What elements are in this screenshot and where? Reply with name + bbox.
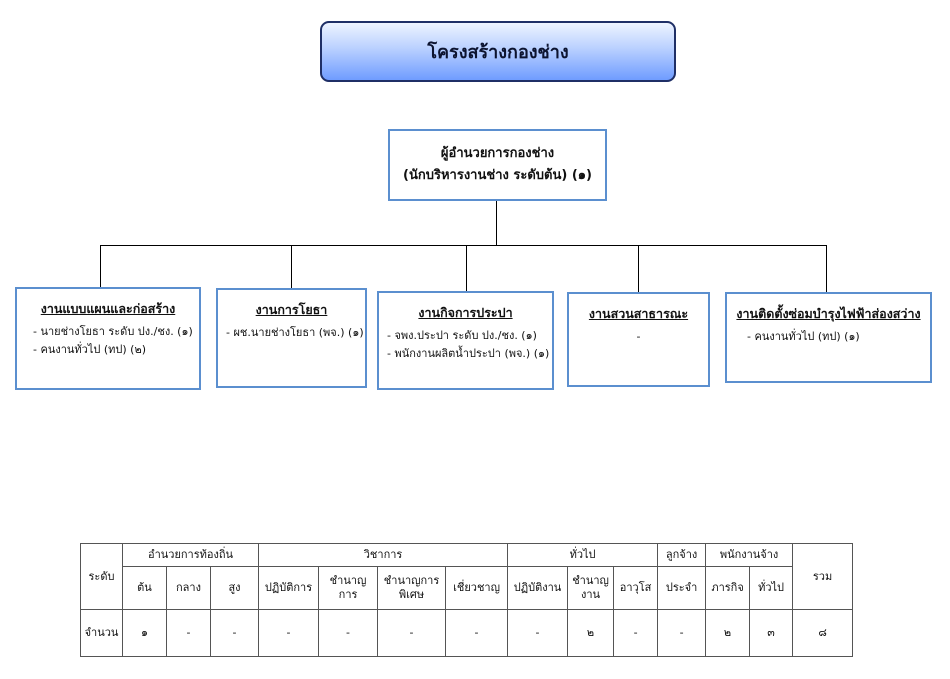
count-cell: -	[507, 609, 569, 657]
unit-item: - จพง.ประปา ระดับ ปง./ชง. (๑)	[387, 329, 537, 342]
count-cell: ๒	[705, 609, 751, 657]
head-position-level: (นักบริหารงานช่าง ระดับต้น) (๑)	[403, 168, 592, 183]
page-title: โครงสร้างกองช่าง	[320, 21, 676, 82]
connector-drop-5	[826, 245, 827, 293]
count-cell: -	[209, 609, 260, 657]
unit-box-waterworks: งานกิจการประปา - จพง.ประปา ระดับ ปง./ชง.…	[377, 291, 554, 390]
count-cell: -	[318, 609, 379, 657]
connector-horizontal	[100, 245, 827, 246]
unit-box-design-construction: งานแบบแผนและก่อสร้าง - นายช่างโยธา ระดับ…	[15, 287, 201, 390]
subheader-cell: ปฏิบัติงาน	[507, 566, 569, 610]
unit-item: - คนงานทั่วไป (ทป) (๒)	[33, 343, 146, 356]
head-position-box: ผู้อำนวยการกองช่าง (นักบริหารงานช่าง ระด…	[388, 129, 607, 201]
count-cell: ๑	[122, 609, 167, 657]
count-cell: -	[657, 609, 707, 657]
table-row: ระดับ อำนวยการท้องถิ่น วิชาการ ทั่วไป ลู…	[80, 543, 854, 610]
unit-title: งานกิจการประปา	[418, 305, 513, 320]
unit-box-public-works: งานการโยธา - ผช.นายช่างโยธา (พจ.) (๑)	[216, 288, 367, 388]
subheader-cell: ต้น	[122, 566, 167, 610]
unit-title: งานติดตั้งซ่อมบำรุงไฟฟ้าส่องสว่าง	[736, 306, 921, 321]
header-academic: วิชาการ	[258, 543, 509, 567]
unit-item: - พนักงานผลิตน้ำประปา (พจ.) (๑)	[387, 347, 550, 360]
unit-box-lighting-maintenance: งานติดตั้งซ่อมบำรุงไฟฟ้าส่องสว่าง - คนงา…	[725, 292, 932, 383]
connector-vertical-main	[496, 201, 497, 246]
unit-title: งานการโยธา	[255, 302, 328, 317]
subheader-cell: ชำนาญ งาน	[567, 566, 615, 610]
unit-title: งานแบบแผนและก่อสร้าง	[40, 301, 176, 316]
staffing-table: ระดับ อำนวยการท้องถิ่น วิชาการ ทั่วไป ลู…	[80, 543, 854, 657]
count-cell-total: ๘	[792, 609, 854, 657]
count-cell: -	[613, 609, 659, 657]
subheader-cell: ชำนาญ การ	[318, 566, 379, 610]
connector-drop-1	[100, 245, 101, 288]
count-cell: -	[445, 609, 509, 657]
table-row: ต้น กลาง สูง ปฏิบัติการ ชำนาญ การ ชำนาญก…	[81, 566, 853, 610]
subheader-cell: เชี่ยวชาญ	[445, 566, 509, 610]
unit-title: งานสวนสาธารณะ	[588, 306, 689, 321]
unit-item: - นายช่างโยธา ระดับ ปง./ชง. (๑)	[33, 325, 193, 338]
unit-box-public-parks: งานสวนสาธารณะ -	[567, 292, 710, 387]
unit-item: -	[636, 330, 641, 343]
connector-drop-2	[291, 245, 292, 289]
connector-drop-4	[638, 245, 639, 293]
table-row: จำนวน ๑ - - - - - - - ๒ - - ๒ ๓ ๘	[80, 609, 854, 657]
subheader-cell: กลาง	[166, 566, 211, 610]
unit-item: - ผช.นายช่างโยธา (พจ.) (๑)	[226, 326, 364, 339]
header-general: ทั่วไป	[507, 543, 659, 567]
row-label-count: จำนวน	[80, 609, 123, 657]
subheader-cell: ภารกิจ	[705, 566, 751, 610]
header-total: รวม	[792, 543, 854, 610]
subheader-cell: สูง	[209, 566, 260, 610]
subheader-cell: อาวุโส	[613, 566, 659, 610]
count-cell: -	[166, 609, 211, 657]
header-regular-worker: ลูกจ้าง	[657, 543, 707, 567]
subheader-cell: ประจำ	[657, 566, 707, 610]
header-local-director: อำนวยการท้องถิ่น	[121, 543, 260, 567]
header-contract-staff: พนักงานจ้าง	[705, 543, 794, 567]
subheader-cell: ปฏิบัติการ	[258, 566, 320, 610]
header-level: ระดับ	[80, 543, 123, 610]
unit-item: - คนงานทั่วไป (ทป) (๑)	[747, 330, 860, 343]
head-position-title: ผู้อำนวยการกองช่าง	[440, 146, 555, 161]
count-cell: -	[377, 609, 447, 657]
subheader-cell: ชำนาญการ พิเศษ	[377, 566, 447, 610]
count-cell: ๒	[567, 609, 615, 657]
count-cell: -	[258, 609, 320, 657]
connector-drop-3	[466, 245, 467, 292]
subheader-cell: ทั่วไป	[749, 566, 794, 610]
count-cell: ๓	[749, 609, 794, 657]
